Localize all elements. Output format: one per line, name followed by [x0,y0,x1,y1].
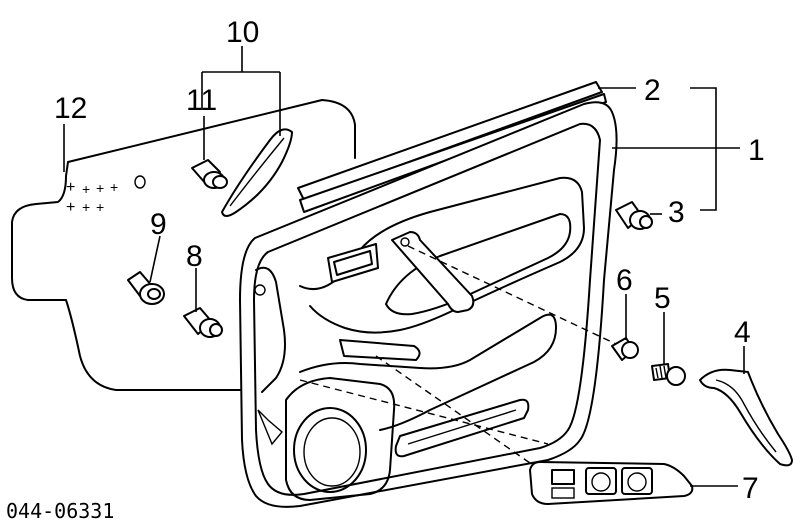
callout-3: 3 [668,196,685,229]
clip-3 [615,201,653,230]
weatherstrip-2 [297,81,607,213]
callout-6: 6 [616,264,633,297]
assembly-lines [299,245,617,471]
svg-text:+: + [66,199,75,216]
trim-piece-4 [699,368,793,467]
callout-2: 2 [644,74,661,107]
callout-5: 5 [654,282,671,315]
callout-11: 11 [186,84,217,117]
triangle-trim-10 [221,128,293,217]
callout-10: 10 [226,16,259,49]
clip-9 [127,271,165,305]
clip-8 [183,307,223,338]
window-switch-7 [529,461,694,505]
svg-text:+: + [82,199,90,215]
callout-8: 8 [186,240,203,273]
callout-labels: 12 10 11 9 8 2 1 3 6 5 4 7 [54,16,765,505]
svg-text:+: + [66,179,75,196]
svg-text:+: + [110,179,118,195]
svg-text:+: + [96,180,104,196]
callout-1: 1 [748,134,765,167]
callout-7: 7 [742,472,759,505]
svg-text:+: + [82,181,90,197]
clip-6 [611,337,639,361]
clip-11 [191,159,228,189]
callout-4: 4 [734,316,751,349]
svg-text:+: + [96,199,104,215]
screw-5 [651,363,686,386]
door-sheet-12: + + + + + + + [11,99,356,391]
drawing-code: 044-06331 [6,499,114,523]
leader-lines [63,46,745,487]
callout-12: 12 [54,92,87,125]
door-trim-board-1 [239,101,618,508]
callout-9: 9 [150,208,167,241]
